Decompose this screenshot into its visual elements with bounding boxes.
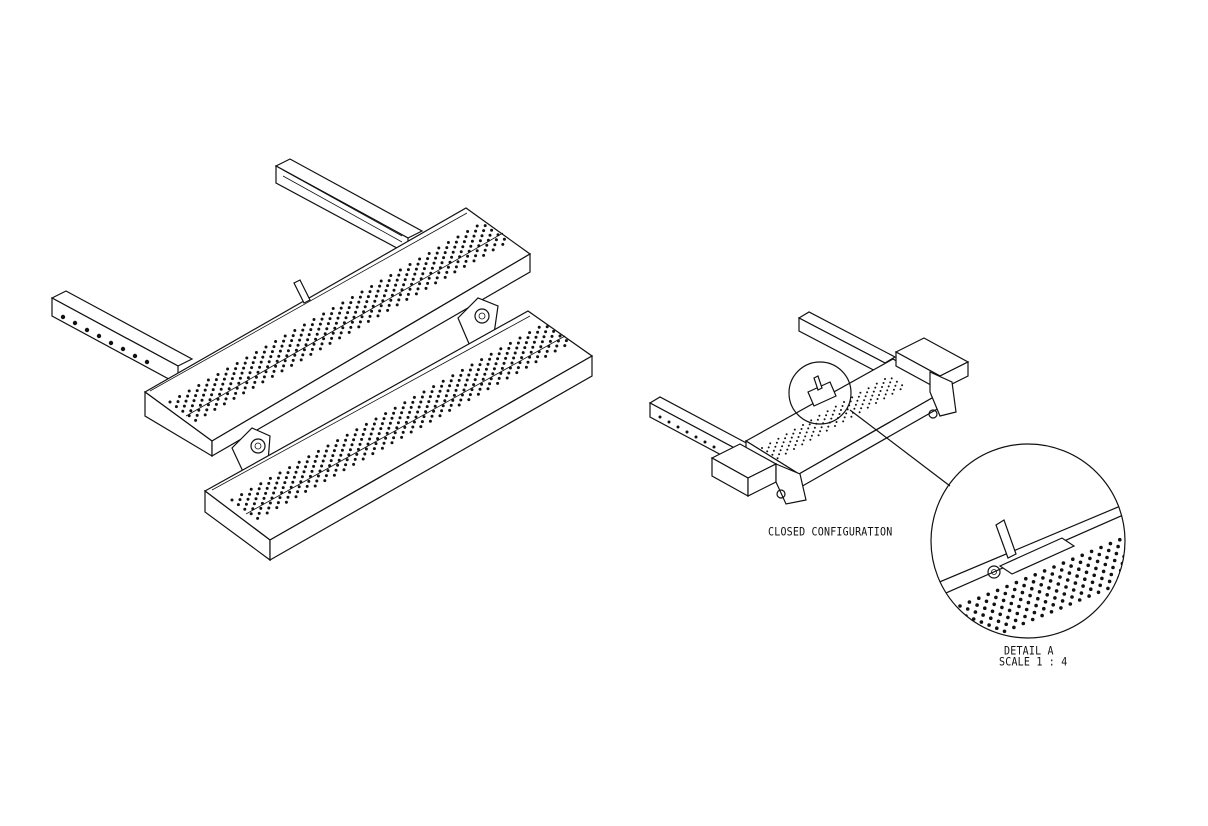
- open-configuration-view: [50, 158, 594, 562]
- lower-step-plate: [203, 310, 594, 562]
- closed-latch: [807, 375, 837, 407]
- upper-step-plate: [143, 207, 532, 458]
- closed-rear-bar: [797, 311, 897, 377]
- rear-support-bar: [274, 158, 424, 256]
- detail-perforations: [958, 537, 1125, 638]
- closed-end-block-left: [710, 443, 807, 505]
- closed-configuration-view: [648, 311, 970, 505]
- hitch-tube: [50, 290, 194, 386]
- detail-a-marker-circle: [788, 361, 852, 425]
- latch-pin: [293, 279, 311, 304]
- hitch-holes: [60, 314, 150, 365]
- detail-a-view: [930, 443, 1126, 639]
- detail-a-scale: SCALE 1 : 4: [999, 656, 1068, 669]
- upper-plate-perforations: [168, 224, 506, 422]
- closed-configuration-caption: CLOSED CONFIGURATION: [768, 526, 893, 539]
- lower-plate-perforations: [230, 325, 568, 520]
- detail-a-title: DETAIL A: [1004, 645, 1054, 658]
- detail-leader-line: [849, 409, 951, 487]
- closed-end-block-right: [894, 337, 970, 419]
